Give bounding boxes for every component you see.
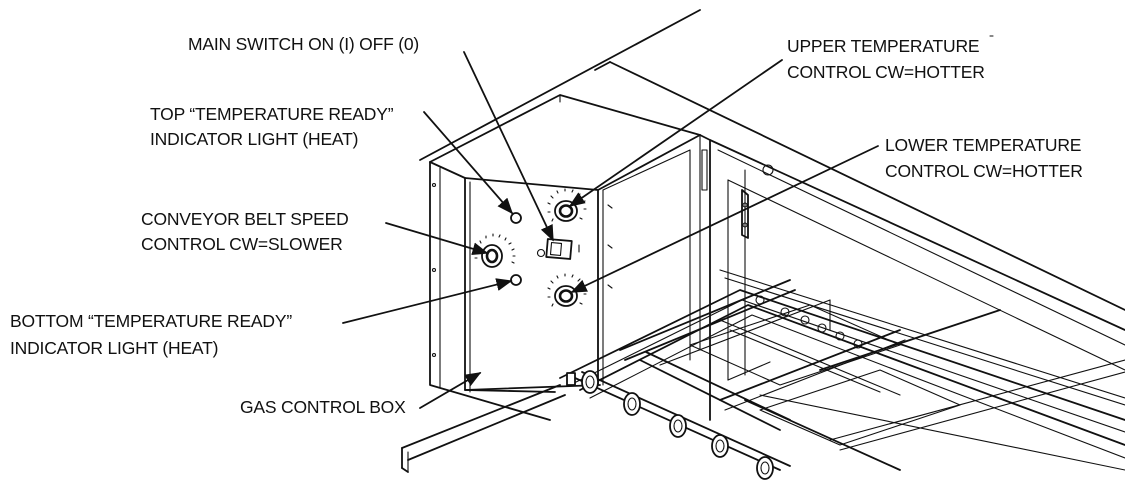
roller-gear-2 [623,392,641,416]
leader-bottom-indicator [342,278,513,324]
main-switch [545,238,580,260]
small-indicator [536,248,546,258]
label-lower-temp-line1: LOWER TEMPERATURE [885,135,1081,155]
leader-lines [342,51,879,409]
label-upper-temp-line1: UPPER TEMPERATURE [787,36,979,56]
label-conveyor-line1: CONVEYOR BELT SPEED [141,209,349,229]
gas-control-box [429,134,701,421]
label-top-ready-line2: INDICATOR LIGHT (HEAT) [150,129,358,149]
leader-lower-temp [570,145,879,293]
label-top-ready-line1: TOP “TEMPERATURE READY” [150,104,394,124]
upper-temperature-knob [547,188,587,222]
bottom-indicator-light [510,274,522,286]
label-conveyor-line2: CONTROL CW=SLOWER [141,234,343,254]
roller-gear-3 [669,414,687,438]
leader-main-switch [463,51,554,242]
leader-gas-box [419,372,482,409]
leader-top-indicator [423,111,514,215]
extension-tray [401,384,566,473]
leader-conveyor [385,222,489,256]
top-indicator-light [510,212,522,224]
roller-gear-1 [581,370,599,394]
label-bottom-ready-line2: INDICATOR LIGHT (HEAT) [10,338,218,358]
oven-body [419,9,1125,421]
leader-upper-temp [568,59,783,207]
label-gas-box: GAS CONTROL BOX [240,397,406,417]
lower-temperature-knob [547,273,587,307]
label-upper-temp-line2: CONTROL CW=HOTTER [787,62,985,82]
label-main-switch: MAIN SWITCH ON (I) OFF (0) [188,34,419,54]
callout-labels: MAIN SWITCH ON (I) OFF (0) TOP “TEMPERAT… [10,34,1083,417]
roller-gear-4 [711,434,729,458]
conveyor-assembly [559,269,1125,480]
label-lower-temp-line2: CONTROL CW=HOTTER [885,161,1083,181]
label-bottom-ready-line1: BOTTOM “TEMPERATURE READY” [10,311,292,331]
roller-gear-5 [756,456,774,480]
